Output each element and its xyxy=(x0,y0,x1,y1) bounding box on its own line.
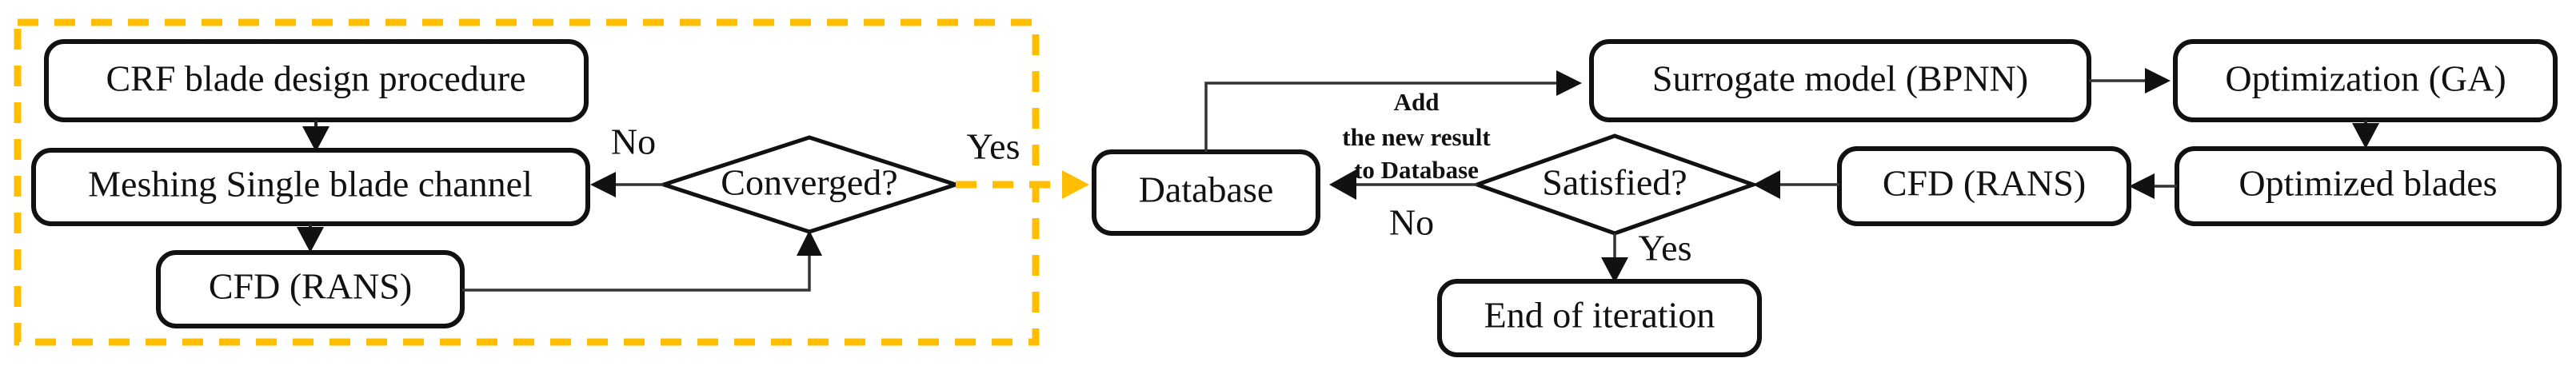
annotation-add-line1: Add xyxy=(1394,88,1440,116)
annotation-add-line2: the new result xyxy=(1342,123,1491,151)
node-converged-label: Converged? xyxy=(721,162,897,203)
node-crf-blade-design-label: CRF blade design procedure xyxy=(106,58,525,99)
node-end-of-iteration[interactable] xyxy=(1437,279,1762,357)
arrowhead-converged-yes-icon xyxy=(1062,170,1089,199)
node-optimized-blades-label: Optimized blades xyxy=(2239,163,2497,204)
node-converged-decision[interactable] xyxy=(657,135,963,234)
edge-database-to-surrogate xyxy=(1204,82,1564,152)
arrowhead-cfd-to-converged-icon xyxy=(797,230,822,256)
arrowhead-cfd-right-to-satisfied-icon xyxy=(1753,170,1780,199)
node-cfd-rans-right-label: CFD (RANS) xyxy=(1883,163,2086,204)
arrowhead-crf-to-meshing-icon xyxy=(302,126,329,152)
node-cfd-rans-left-label: CFD (RANS) xyxy=(209,266,412,307)
node-surrogate-model-label: Surrogate model (BPNN) xyxy=(1652,58,2028,99)
edge-label-satisfied-yes: Yes xyxy=(1639,228,1692,269)
arrowhead-database-to-surrogate-icon xyxy=(1556,70,1582,96)
arrowhead-blades-to-cfd-right-icon xyxy=(2129,173,2155,199)
arrowhead-converged-no-icon xyxy=(590,172,616,197)
arrowhead-meshing-to-cfd-icon xyxy=(297,227,324,253)
arrowhead-surrogate-to-optimization-icon xyxy=(2145,68,2171,94)
arrowhead-satisfied-no-icon xyxy=(1329,169,1356,200)
edge-label-satisfied-no: No xyxy=(1389,202,1434,243)
node-meshing-single-blade-channel-label: Meshing Single blade channel xyxy=(88,164,533,205)
edge-label-converged-yes: Yes xyxy=(967,126,1020,167)
node-cfd-rans-right[interactable] xyxy=(1837,146,2131,226)
edge-label-converged-no: No xyxy=(611,121,656,162)
arrowhead-satisfied-yes-icon xyxy=(1601,257,1628,283)
node-database-label: Database xyxy=(1139,169,1274,210)
arrowhead-optimization-to-blades-icon xyxy=(2352,123,2379,149)
node-optimization-ga-label: Optimization (GA) xyxy=(2225,58,2506,99)
annotation-add-line3: to Database xyxy=(1354,156,1479,184)
node-end-of-iteration-label: End of iteration xyxy=(1484,295,1715,336)
node-satisfied-label: Satisfied? xyxy=(1542,162,1687,203)
edge-cfd-to-converged xyxy=(462,245,811,292)
